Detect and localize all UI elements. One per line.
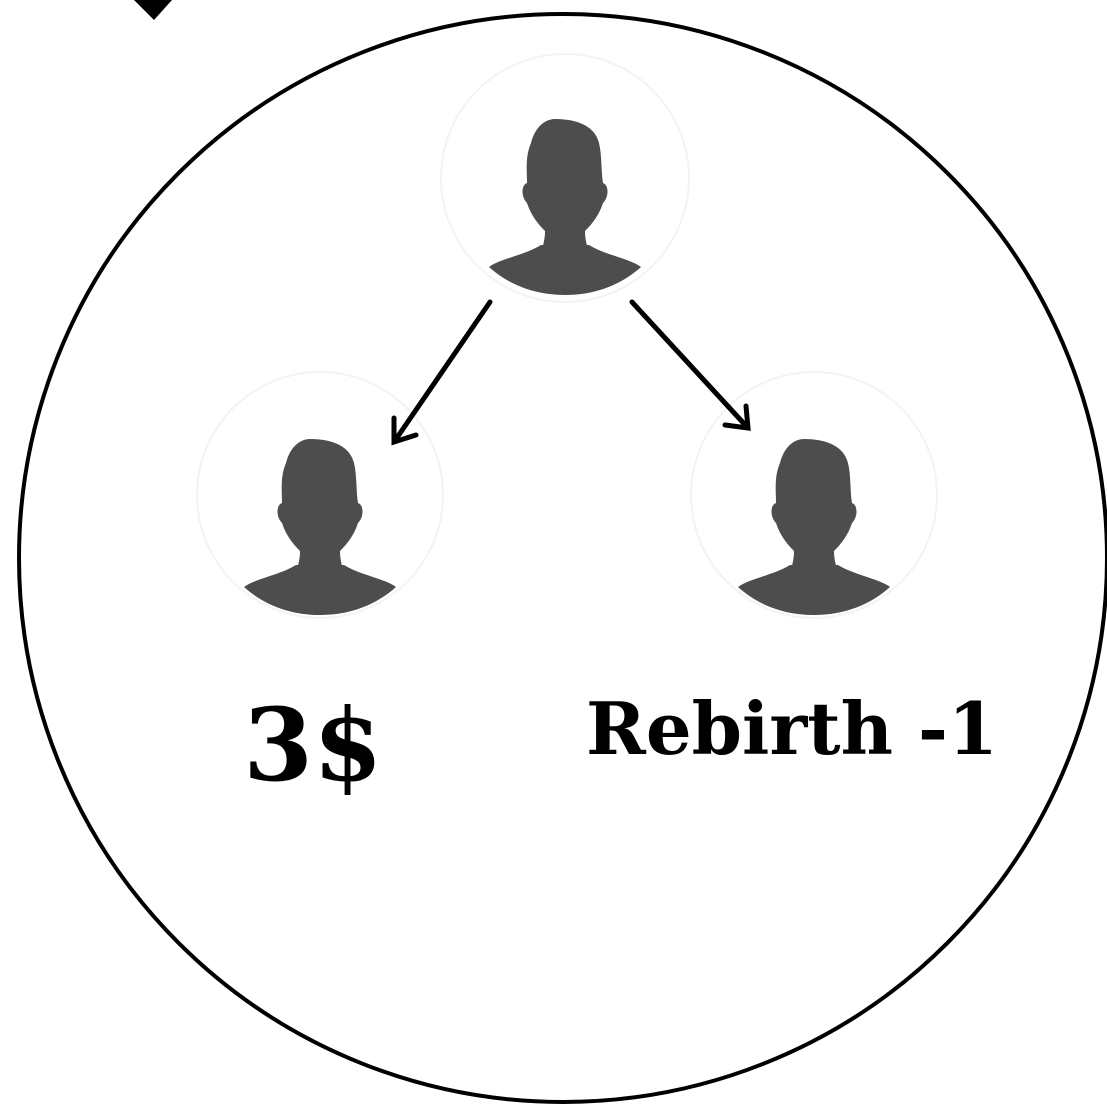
child-right-person-icon	[738, 439, 890, 615]
arrow-to-left-child	[391, 299, 493, 446]
arrow-to-right-child	[629, 299, 751, 431]
parent-person-icon	[489, 119, 641, 295]
corner-arrow-icon	[134, 0, 172, 20]
child-left-person-icon	[244, 439, 396, 615]
child-left-avatar-ring	[196, 371, 444, 619]
right-child-label: Rebirth -1	[586, 686, 998, 771]
child-right-avatar-ring	[690, 371, 938, 619]
outer-circle	[17, 12, 1107, 1104]
parent-avatar-ring	[440, 53, 690, 303]
left-child-label: 3$	[243, 686, 382, 804]
